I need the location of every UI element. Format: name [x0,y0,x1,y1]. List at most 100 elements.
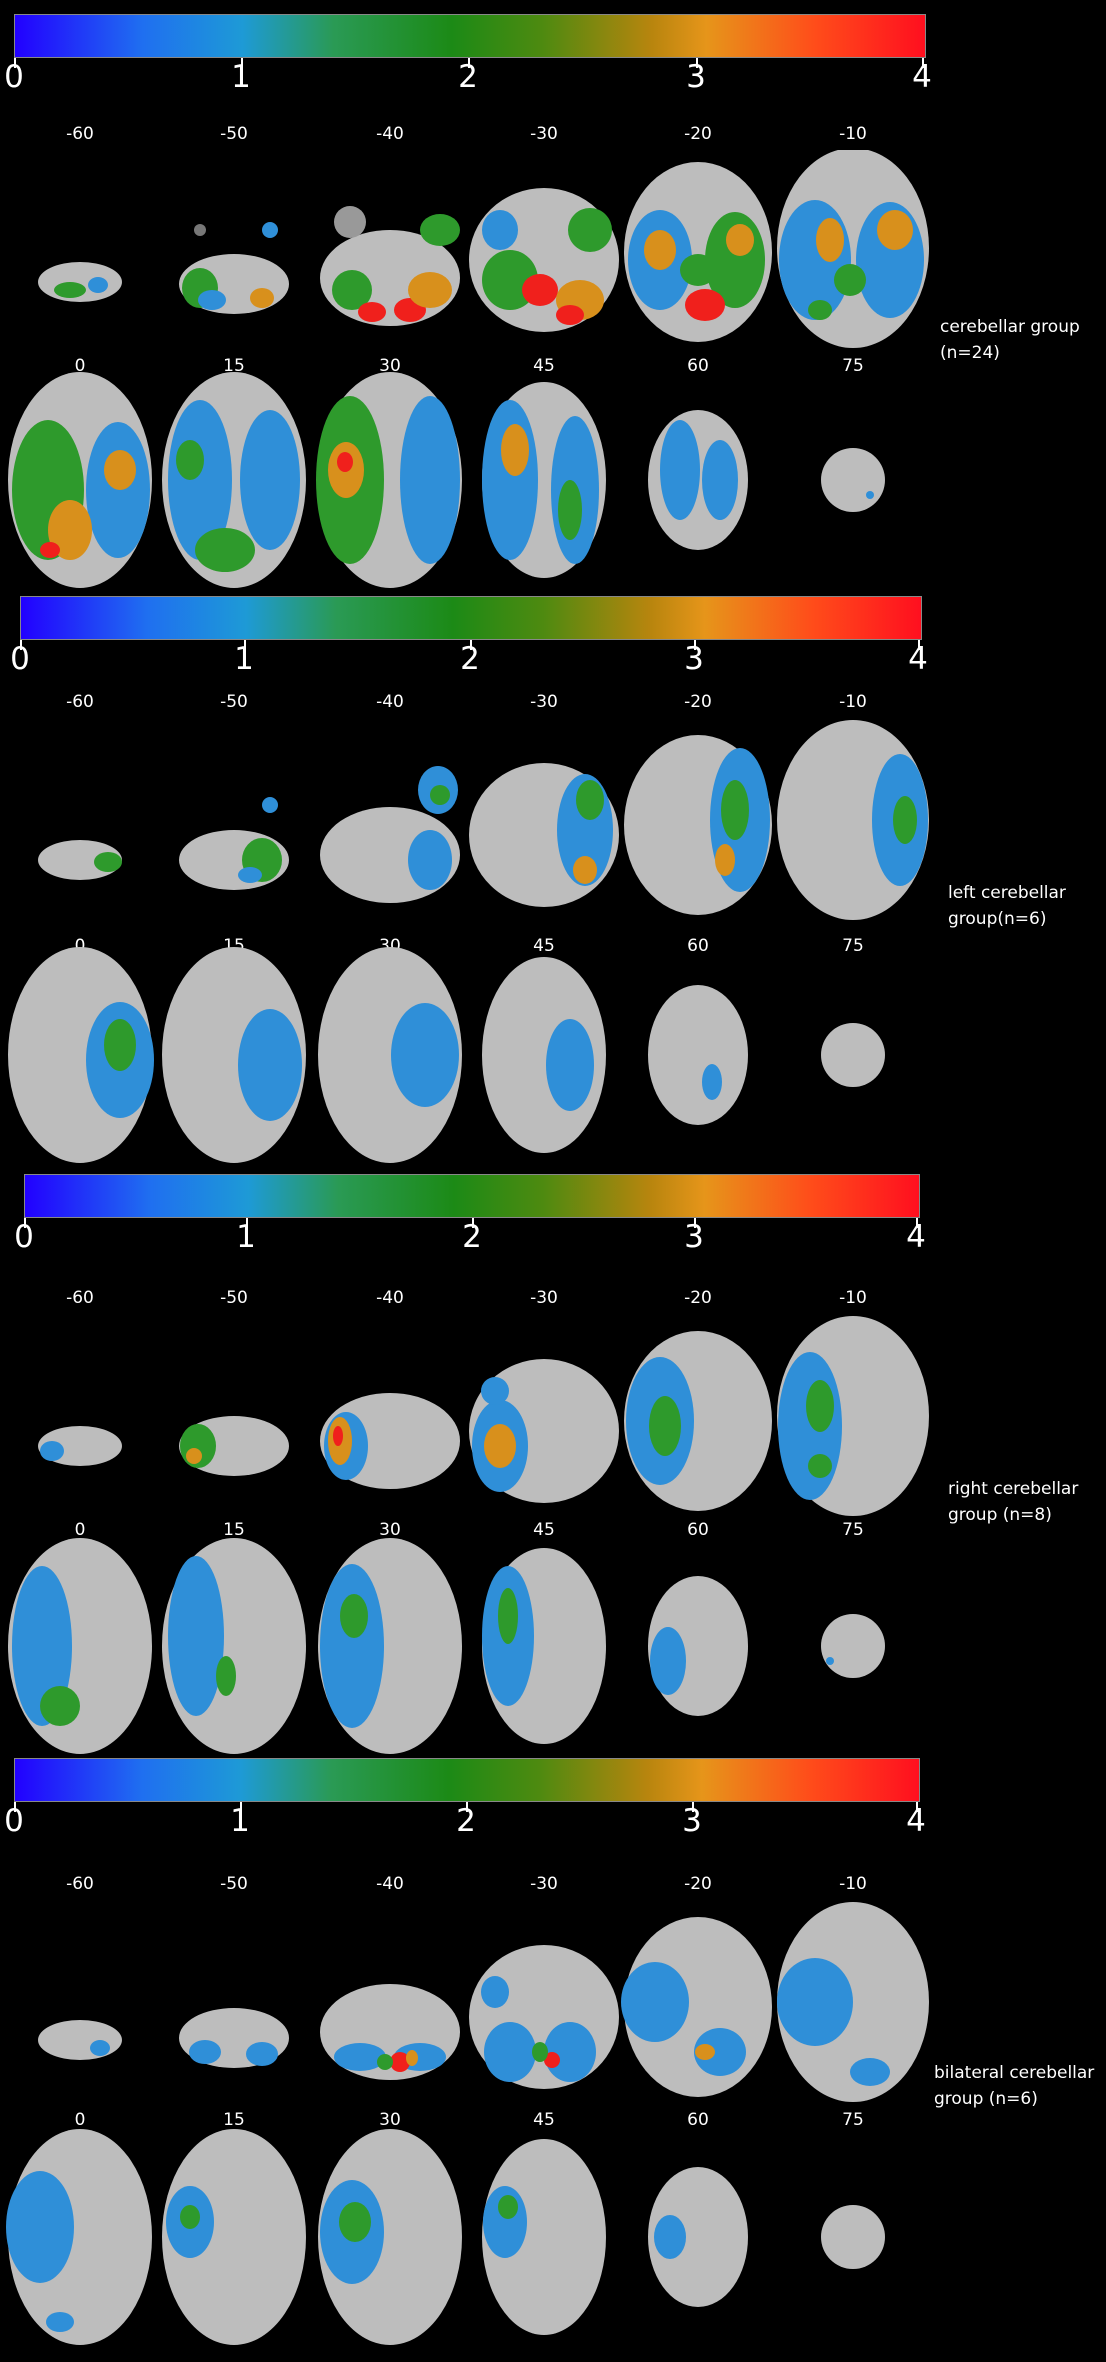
slice--30 [469,1945,619,2089]
panel-left-cerebellar-group: 0 1 2 3 4 -60 -50 -40 -30 -20 -10 0 15 3… [0,590,1106,1170]
colorbar-gradient [14,1758,920,1802]
colorbar-gradient [14,14,926,58]
slice-label: -10 [839,124,867,144]
group-label: left cerebellar group(n=6) [948,883,1066,929]
slice-label: 60 [687,2110,709,2130]
slice-label: -20 [684,1288,712,1308]
slice-label: 15 [223,356,245,376]
colorbar-tick [14,1802,16,1812]
slice-0 [8,1538,152,1754]
colorbar-tick-label: 4 [908,641,928,677]
colorbar-tick-label: 0 [14,1219,34,1255]
slice--50 [179,222,289,314]
colorbar-tick-label: 2 [458,59,478,95]
colorbar-gradient [20,596,922,640]
panel-right-cerebellar-group: 0 1 2 3 4 -60 -50 -40 -30 -20 -10 0 15 3… [0,1170,1106,1758]
slice--60 [38,1426,122,1466]
slice-15 [162,947,306,1163]
slice-label: -50 [220,1874,248,1894]
brain-slices-panel-4 [6,1902,929,2345]
slice-label: 75 [842,1520,864,1540]
brain-slices-panel-1 [8,150,929,588]
slice-label: -30 [530,124,558,144]
slice-45 [482,957,606,1153]
colorbar-tick [694,640,696,650]
slice-0 [8,947,154,1163]
colorbar-tick [472,1218,474,1228]
colorbar: 0 1 2 3 4 [4,1758,926,1848]
slice--40 [320,1984,460,2080]
colorbar-tick [14,58,16,68]
colorbar-gradient [24,1174,920,1218]
colorbar-tick [20,640,22,650]
group-label: cerebellar group (n=24) [940,317,1080,363]
group-label: bilateral cerebellar group (n=6) [934,2063,1095,2109]
slice-label: 45 [533,356,555,376]
slice-label: -10 [839,1288,867,1308]
slice--30 [469,763,619,907]
slice-label: 30 [379,2110,401,2130]
slice--50 [179,1416,289,1476]
slice--50 [179,797,289,890]
slice-label: 75 [842,2110,864,2130]
slice-label: 60 [687,936,709,956]
slice-label: 30 [379,356,401,376]
slice-label: 15 [223,2110,245,2130]
colorbar-tick-label: 3 [682,1803,702,1839]
colorbar-tick-label: 3 [684,641,704,677]
slice--20 [624,162,772,342]
group-label: right cerebellar group (n=8) [948,1479,1079,1525]
colorbar-tick-label: 1 [230,1803,250,1839]
colorbar-tick-label: 1 [236,1219,256,1255]
slice-75 [821,448,885,512]
slice-label: -60 [66,1874,94,1894]
colorbar-tick-label: 4 [912,59,932,95]
colorbar-tick-label: 4 [906,1219,926,1255]
slice--60 [38,840,122,880]
slice-0 [6,2129,152,2345]
slice--60 [38,2020,122,2060]
slice-60 [648,985,748,1125]
slice--20 [624,1331,772,1511]
colorbar-tick [240,1802,242,1812]
colorbar-tick [918,640,920,650]
panel-cerebellar-group: 0 1 2 3 4 -60 -50 -40 -30 -20 -10 0 15 3… [0,0,1106,590]
slice-15 [162,372,306,588]
slice-60 [648,2167,748,2307]
slice-label: -20 [684,692,712,712]
slice--30 [469,1359,619,1503]
slice-label: -40 [376,692,404,712]
colorbar-tick [246,1218,248,1228]
slice-45 [482,2139,606,2335]
slice-label: 45 [533,1520,555,1540]
slice-label: 75 [842,936,864,956]
slice-15 [162,1538,306,1754]
slice-label: -30 [530,1874,558,1894]
slice--10 [777,1316,929,1516]
slice-label: -60 [66,124,94,144]
colorbar: 0 1 2 3 4 [10,596,928,686]
slice-30 [318,947,462,1163]
slice--10 [777,720,929,920]
colorbar-tick [694,1218,696,1228]
slice-0 [8,372,152,588]
slice-label: -60 [66,1288,94,1308]
slice-30 [316,372,462,588]
colorbar-tick [241,58,243,68]
colorbar: 0 1 2 3 4 [14,1174,926,1264]
slice-label: 60 [687,356,709,376]
slice-label: 60 [687,1520,709,1540]
colorbar-tick [468,58,470,68]
slice-45 [482,1548,606,1744]
slice--50 [179,2008,289,2068]
slice--10 [777,150,929,348]
colorbar-tick [470,640,472,650]
colorbar-tick-label: 1 [231,59,251,95]
slice-30 [318,2129,462,2345]
colorbar-tick-label: 0 [4,1803,24,1839]
slice--40 [320,1393,460,1489]
slice-label: -40 [376,1874,404,1894]
colorbar-tick-label: 2 [462,1219,482,1255]
slice-label: -40 [376,1288,404,1308]
colorbar-tick-label: 0 [10,641,30,677]
